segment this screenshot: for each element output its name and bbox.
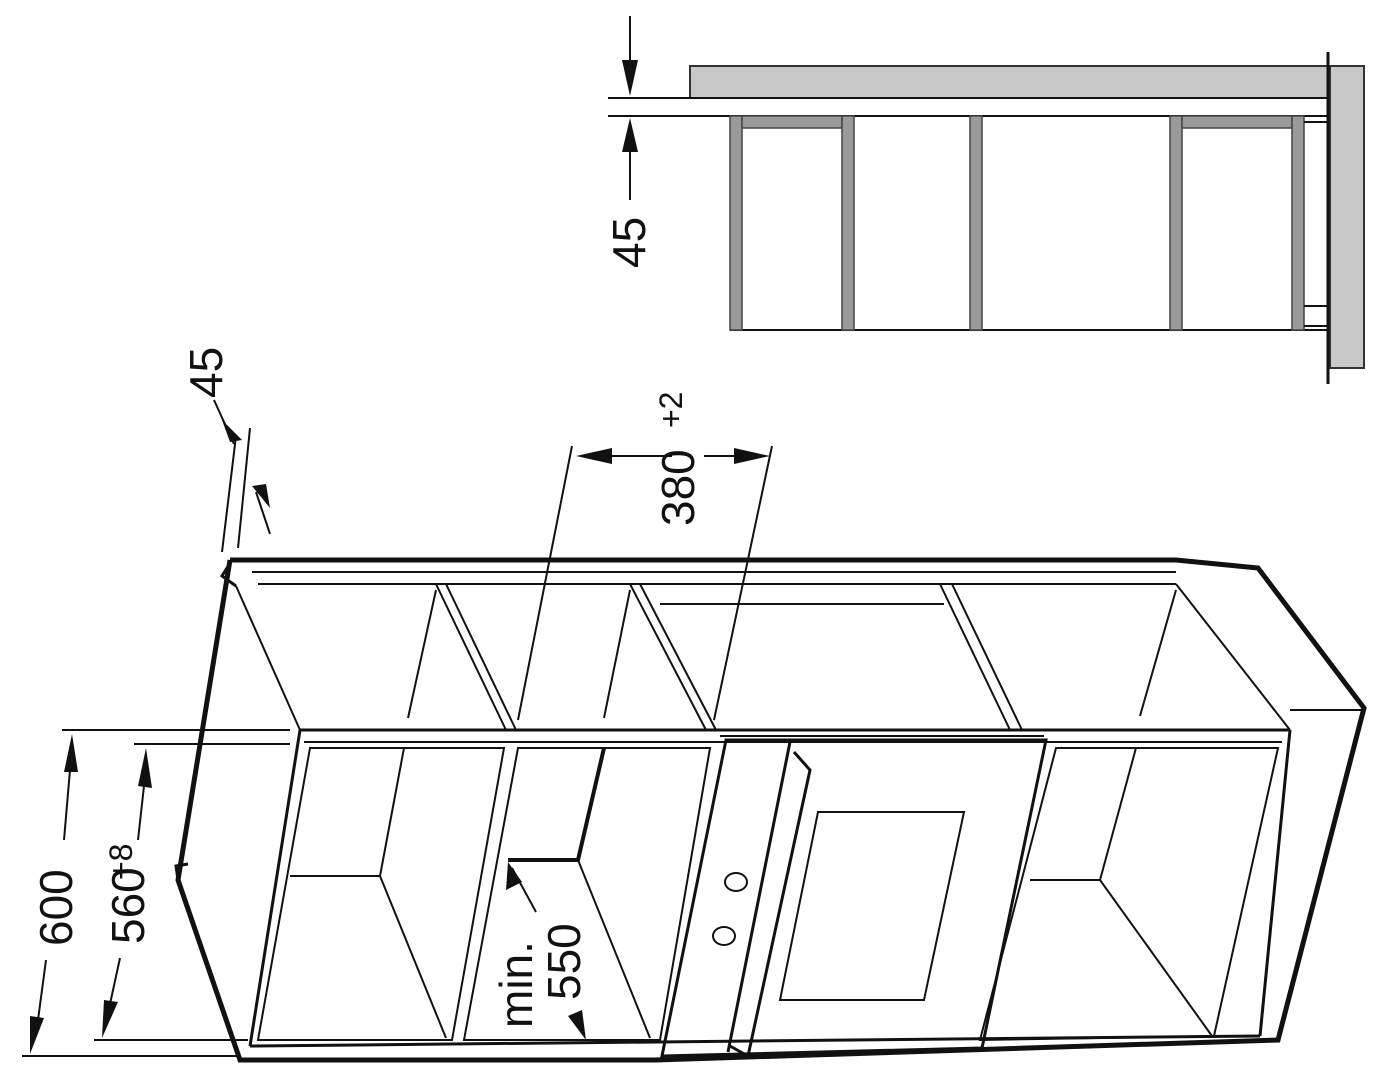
right-top-diagonal: [1175, 583, 1291, 731]
arrow-down-icon: [30, 1016, 44, 1054]
partition-top: [939, 583, 1011, 731]
frame-bar: [841, 115, 855, 331]
dim-line: [221, 435, 237, 553]
partition-top: [639, 583, 717, 731]
appliance-front: [660, 738, 1048, 1058]
left-compartment-back: [379, 747, 405, 877]
label-min: min.: [490, 941, 542, 1028]
frame-bars: [729, 115, 1305, 331]
arrow-down-icon: [622, 60, 638, 96]
dim-line: [37, 959, 47, 1021]
right-compartment-back: [1099, 747, 1137, 881]
arrowheads: [30, 420, 770, 1054]
door-handle: [729, 751, 812, 1059]
knob-icon: [712, 926, 736, 946]
arrow-icon: [506, 862, 522, 890]
extension-line: [517, 445, 573, 721]
cabinet-outline: [175, 557, 1367, 1063]
label-niche-width: 380: [652, 449, 704, 526]
label-niche-height-tol: +8: [103, 844, 139, 880]
front-left-edge: [248, 729, 302, 1047]
top-notch: [219, 559, 237, 588]
partition-top: [951, 583, 1023, 731]
dim-line: [109, 957, 121, 1005]
right-compartment: [978, 747, 1280, 1042]
left-top-diagonal: [235, 585, 301, 731]
bottom-notch: [174, 862, 189, 881]
knob-icon: [724, 872, 748, 892]
back-vertical: [603, 589, 631, 719]
partition-top: [629, 583, 707, 731]
dim-line: [237, 427, 251, 549]
detail-view: 45: [603, 16, 1365, 384]
left-compartment: [256, 747, 506, 1041]
dim-line: [255, 491, 271, 535]
niche-compartment: [462, 747, 712, 1041]
label-cabinet-height: 600: [30, 869, 82, 946]
frame-bar: [741, 115, 843, 129]
label-side-gap: 45: [180, 347, 232, 398]
arrow-up-icon: [64, 734, 78, 772]
extension-line: [713, 445, 773, 721]
arrow-left-icon: [576, 448, 612, 464]
arrow-down-icon: [102, 1000, 118, 1038]
label-niche-width-tol: +2: [653, 392, 689, 428]
frame-bar: [969, 115, 983, 331]
arrow-icon: [252, 484, 270, 508]
niche-back-edge: [508, 747, 606, 862]
arrow-up-icon: [622, 118, 638, 152]
frame-bar: [729, 115, 743, 331]
dim-line: [63, 769, 71, 841]
oven-window: [778, 811, 966, 1001]
right-compartment-diag: [1099, 879, 1213, 1037]
back-vertical: [407, 589, 437, 719]
frame-bar: [1291, 115, 1305, 331]
label-niche-height: 560: [102, 867, 154, 944]
main-view: [174, 557, 1367, 1063]
control-panel-strip: [726, 741, 792, 1053]
niche-diag: [577, 859, 651, 1039]
arrow-right-icon: [734, 448, 770, 464]
back-vertical: [1139, 589, 1177, 717]
label-top-gap: 45: [603, 217, 655, 268]
frame-bar: [1181, 115, 1293, 129]
arrow-up-icon: [138, 748, 152, 788]
partition-top: [435, 583, 507, 731]
frame-bar: [1169, 115, 1183, 331]
arrow-icon: [222, 420, 242, 442]
partition-top: [445, 583, 517, 731]
front-right-edge: [1258, 729, 1292, 1037]
dim-line: [137, 785, 145, 841]
worktop-panel: [689, 65, 1331, 99]
arrow-icon: [568, 1010, 586, 1040]
left-compartment-diag: [379, 875, 447, 1039]
back-wall-panel: [1329, 65, 1365, 369]
label-min-depth: 550: [538, 923, 590, 1000]
